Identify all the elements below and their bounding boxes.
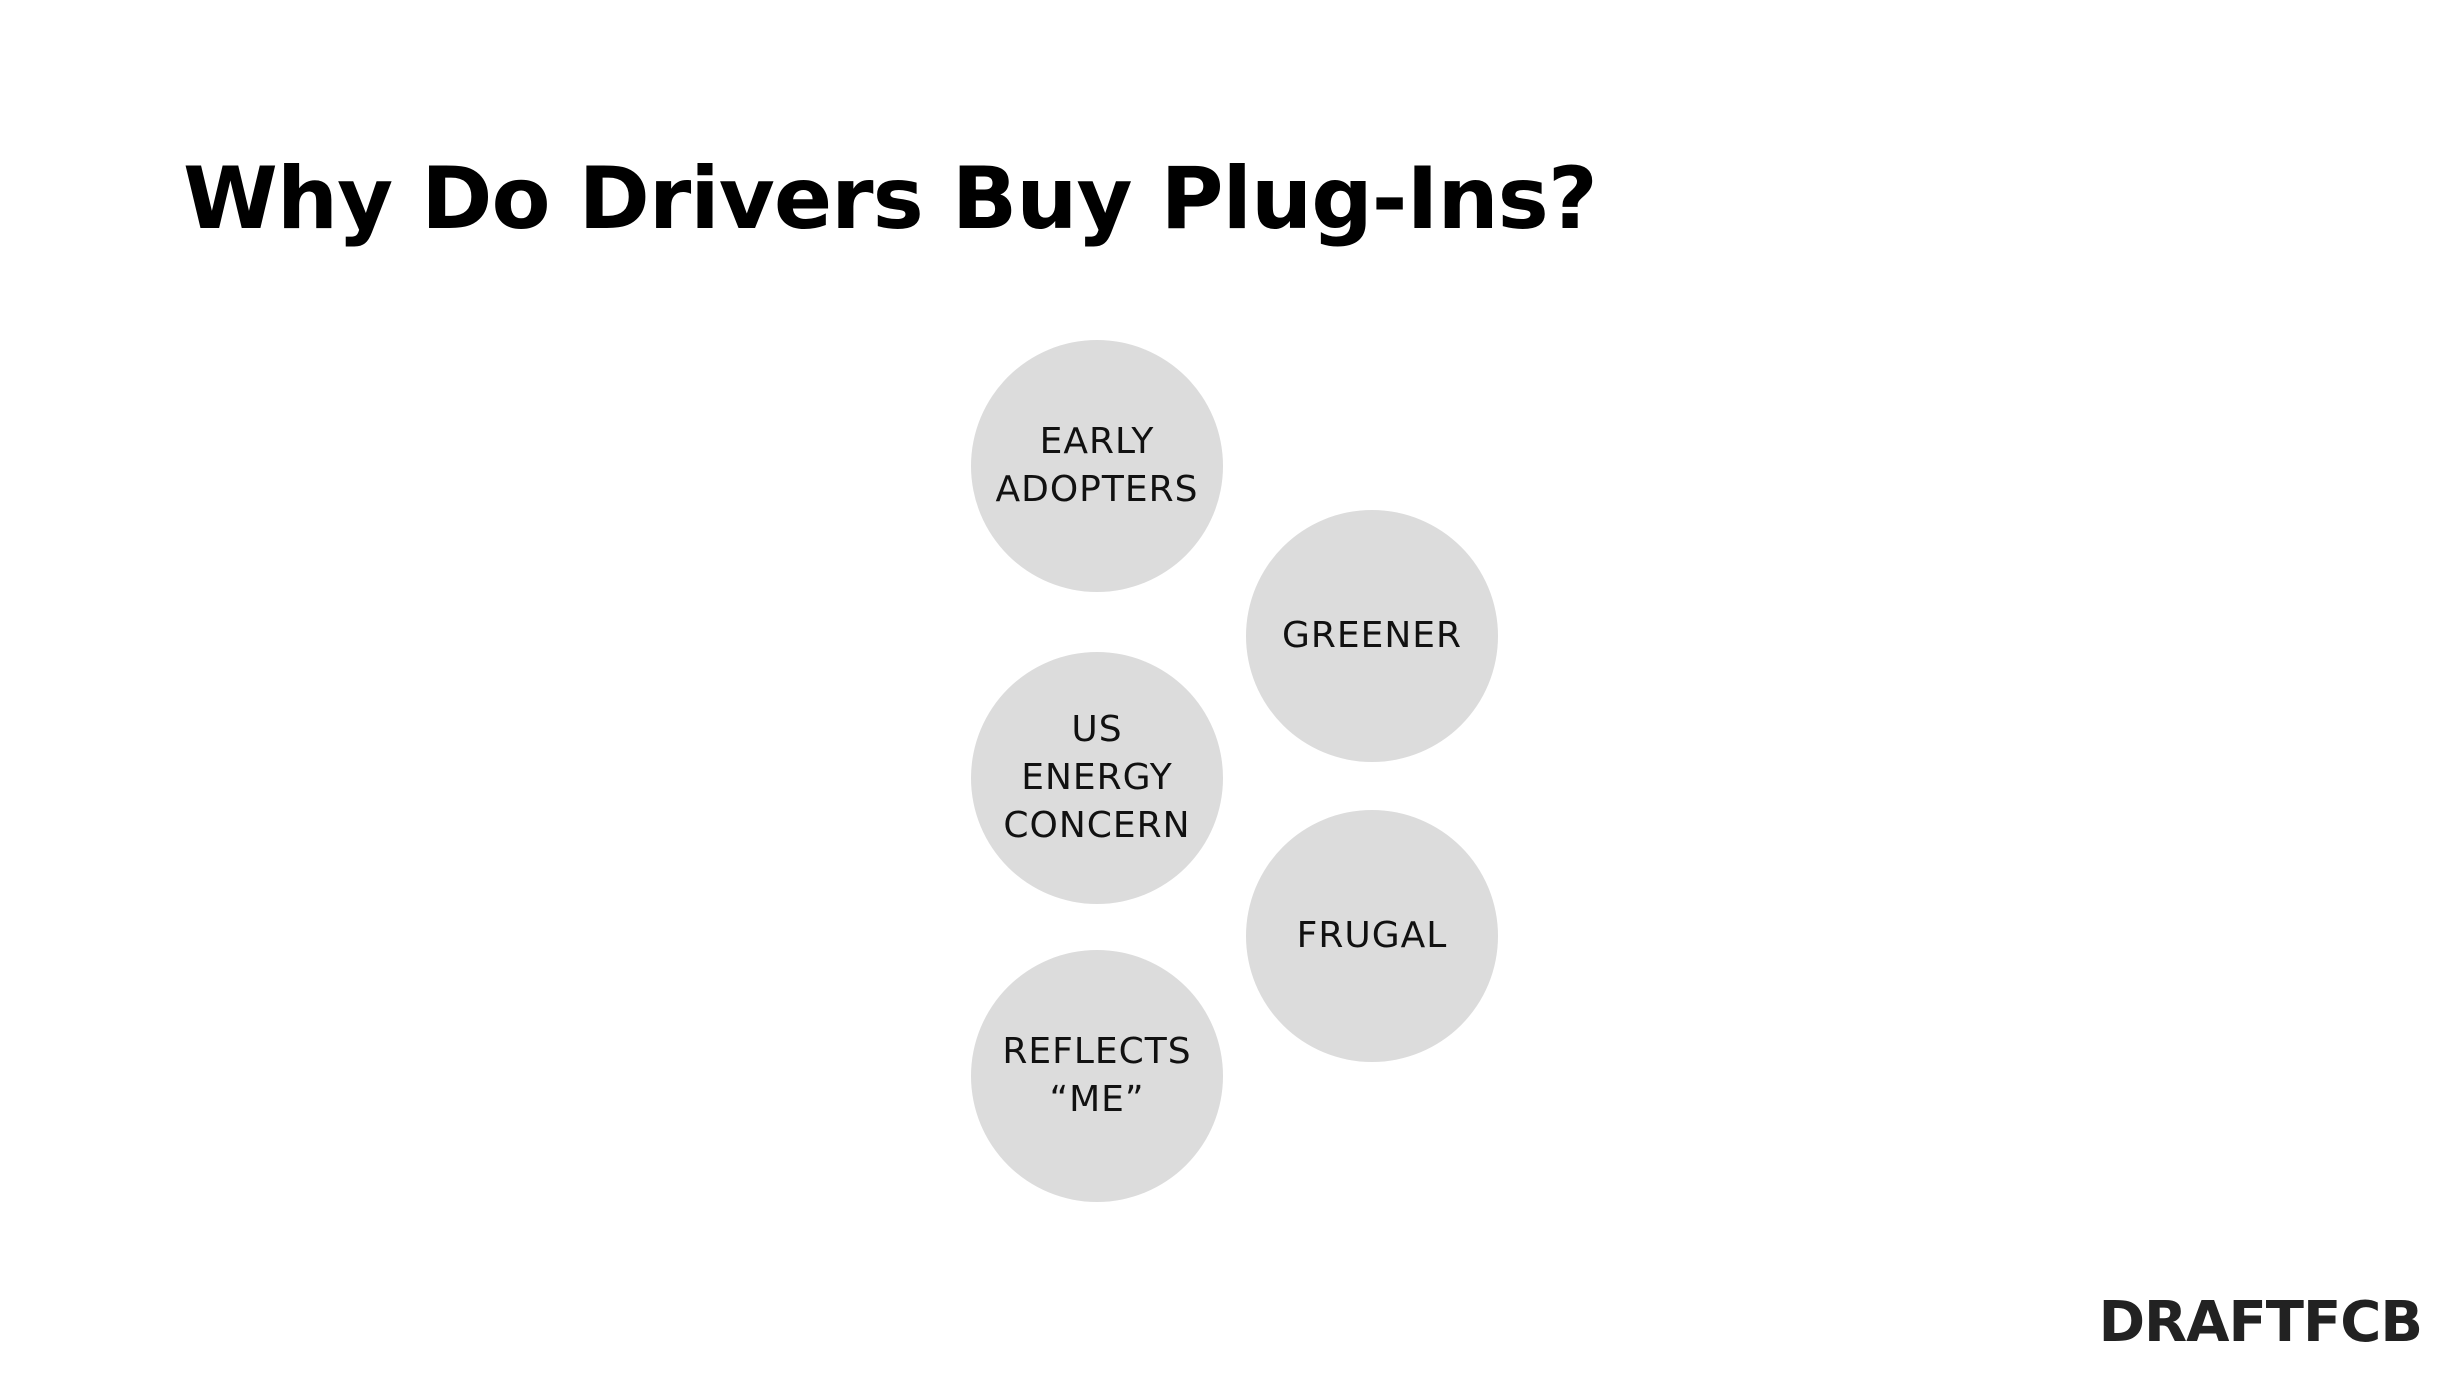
bubble-label-line: FRUGAL (1296, 915, 1448, 956)
bubble-label: GREENER (1282, 612, 1462, 660)
bubble-label: FRUGAL (1297, 912, 1448, 960)
bubble-label-line: CONCERN (1003, 805, 1191, 846)
bubble-label-line: ENERGY (1021, 757, 1173, 798)
bubble-greener: GREENER (1246, 510, 1498, 762)
slide-title: Why Do Drivers Buy Plug-Ins? (183, 149, 1598, 249)
bubble-label-line: GREENER (1281, 615, 1463, 656)
bubble-label-line: US (1071, 709, 1123, 750)
bubble-label: REFLECTS “ME” (1002, 1028, 1191, 1124)
bubble-label: US ENERGY CONCERN (1003, 706, 1190, 850)
bubble-reflects-me: REFLECTS “ME” (971, 950, 1223, 1202)
bubble-early-adopters: EARLY ADOPTERS (971, 340, 1223, 592)
bubble-label: EARLY ADOPTERS (996, 418, 1199, 514)
bubble-us-energy-concern: US ENERGY CONCERN (971, 652, 1223, 904)
bubble-label-line: ADOPTERS (995, 469, 1199, 510)
bubble-label-line: “ME” (1049, 1079, 1145, 1120)
bubble-label-line: REFLECTS (1002, 1031, 1192, 1072)
brand-logo: DRAFTFCB (2098, 1290, 2423, 1355)
bubble-frugal: FRUGAL (1246, 810, 1498, 1062)
bubble-label-line: EARLY (1039, 421, 1155, 462)
